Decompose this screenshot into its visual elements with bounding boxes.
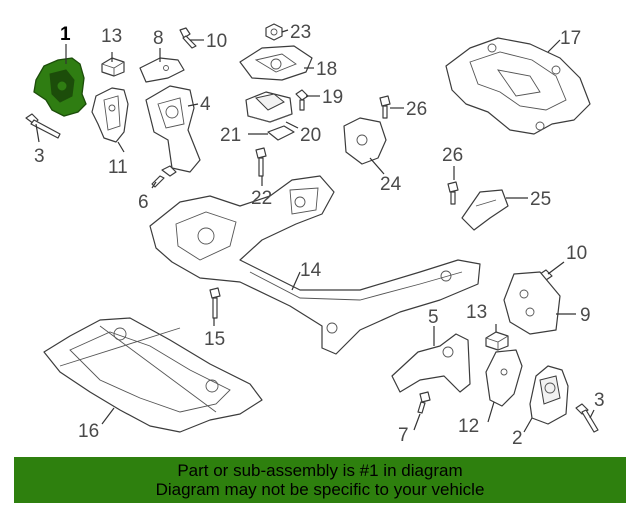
part-11-bracket[interactable] [91,87,129,143]
part-20-mount[interactable] [245,91,293,123]
callout-6[interactable]: 6 [138,192,149,213]
part-13-block-top[interactable] [101,57,125,77]
info-banner: Part or sub-assembly is #1 in diagram Di… [14,457,626,503]
banner-line-1: Part or sub-assembly is #1 in diagram [177,461,463,480]
part-9-bracket[interactable] [503,271,561,335]
part-25-bracket[interactable] [461,189,509,231]
part-5-arm[interactable] [391,333,471,393]
part-16-lower-frame[interactable] [43,317,263,433]
callout-16[interactable]: 16 [78,421,99,442]
parts-diagram: 1 3 13 8 10 11 4 6 23 18 19 21 20 22 17 … [25,22,605,449]
callout-labels: 1 3 13 8 10 11 4 6 23 18 19 21 20 22 17 … [34,22,605,449]
callout-23[interactable]: 23 [290,22,311,43]
part-13-block-lower[interactable] [485,331,509,351]
callout-19[interactable]: 19 [322,87,343,108]
callout-22[interactable]: 22 [251,188,272,209]
callout-13[interactable]: 13 [101,26,122,47]
callout-25[interactable]: 25 [530,189,551,210]
callout-14[interactable]: 14 [300,260,322,281]
callout-2[interactable]: 2 [512,428,523,449]
part-24-bracket[interactable] [343,117,387,165]
part-6-bolt[interactable] [151,165,177,188]
callout-21[interactable]: 21 [220,125,241,146]
callout-26[interactable]: 26 [442,145,463,166]
callout-15[interactable]: 15 [204,329,225,350]
part-3-bolt-left[interactable] [25,113,61,139]
part-17-subframe[interactable] [445,37,591,135]
callout-20[interactable]: 20 [300,125,321,146]
part-21-plate[interactable] [267,125,295,141]
callout-18[interactable]: 18 [316,59,337,80]
part-1-highlighted[interactable] [33,57,87,117]
part-8-bracket[interactable] [139,57,185,83]
callout-24[interactable]: 24 [380,174,402,195]
part-19-bolt[interactable] [295,89,309,111]
part-10-bolt-top[interactable] [179,27,197,49]
part-22-bolt[interactable] [255,147,267,177]
callout-17[interactable]: 17 [560,28,581,49]
callout-11[interactable]: 11 [108,157,128,178]
callout-10[interactable]: 10 [206,31,227,52]
part-12-bracket[interactable] [485,349,523,407]
callout-7[interactable]: 7 [398,425,409,446]
callout-9[interactable]: 9 [580,305,591,326]
callout-3[interactable]: 3 [34,146,45,167]
callout-13[interactable]: 13 [466,302,487,323]
callout-3[interactable]: 3 [594,390,605,411]
callout-4[interactable]: 4 [200,94,211,115]
banner-line-2: Diagram may not be specific to your vehi… [155,480,485,499]
part-3-bolt-right[interactable] [575,403,599,433]
part-7-bolt[interactable] [417,391,431,414]
callout-1[interactable]: 1 [60,24,71,45]
part-14-crossmember[interactable] [149,175,481,355]
part-2-mount[interactable] [529,365,569,425]
part-15-bolt[interactable] [209,287,221,319]
part-4-mount[interactable] [145,85,201,173]
leader-lines [35,29,595,433]
callout-26[interactable]: 26 [406,99,427,120]
part-23-nut[interactable] [265,23,283,41]
callout-12[interactable]: 12 [458,416,479,437]
part-18-plate[interactable] [239,45,313,81]
callout-5[interactable]: 5 [428,307,439,328]
callout-8[interactable]: 8 [153,28,164,49]
part-26-bolt-lower[interactable] [447,181,459,205]
callout-10[interactable]: 10 [566,243,587,264]
part-26-bolt-top[interactable] [379,95,391,119]
